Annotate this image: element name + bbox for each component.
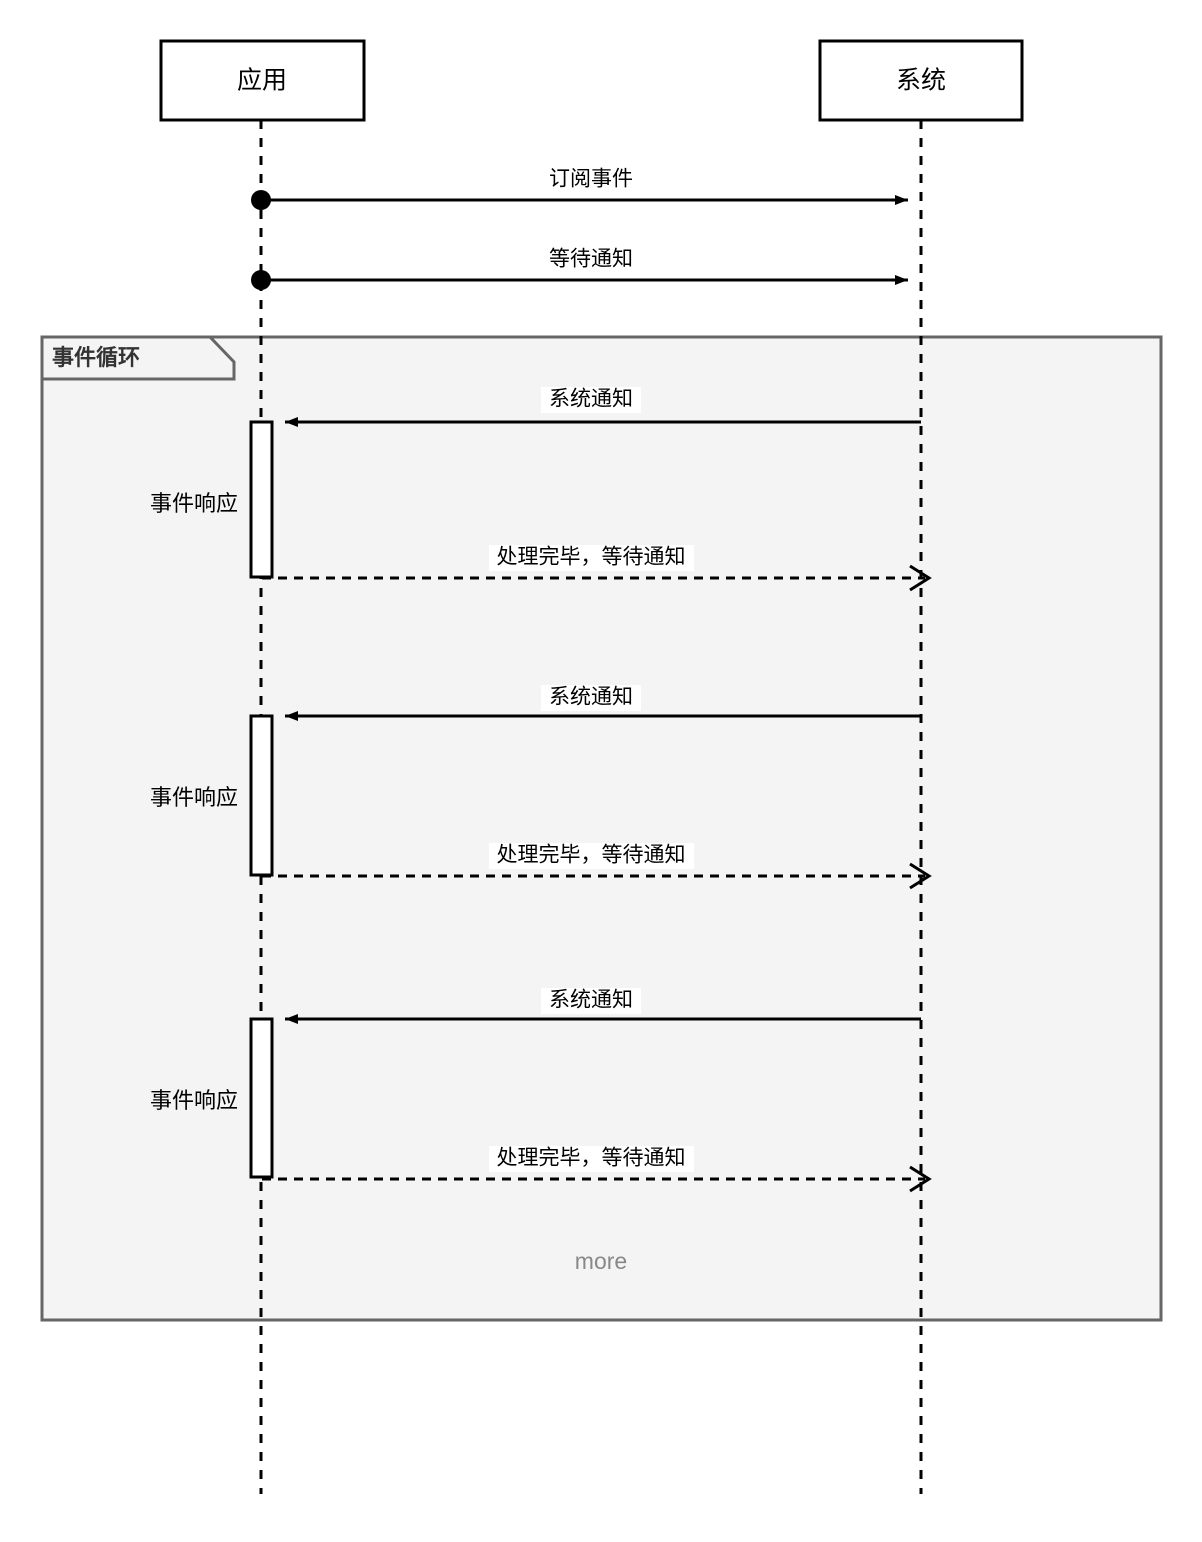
participant-app[interactable]: 应用	[159, 39, 366, 122]
iteration-2-side-label: 事件响应	[150, 785, 238, 810]
activation-bar-app-1	[249, 420, 274, 579]
iteration-3-side-label: 事件响应	[150, 1088, 238, 1113]
iteration-1-outgoing-label: 处理完毕，等待通知	[497, 546, 686, 569]
message-subscribe-event-label: 订阅事件	[549, 168, 633, 191]
iteration-2-outgoing-label-bg	[489, 843, 694, 869]
iteration-2-outgoing-label: 处理完毕，等待通知	[497, 844, 686, 867]
loop-more-label: more	[575, 1248, 627, 1274]
iteration-1-incoming-label: 系统通知	[549, 388, 633, 411]
loop-fragment-body	[40, 335, 1163, 1322]
activation-bar-app-3	[249, 1017, 274, 1179]
loop-iteration-1: 事件响应 系统通知 处理完毕，等待通知	[150, 387, 932, 592]
participant-system-label: 系统	[896, 67, 946, 95]
message-subscribe-event-origin-dot	[251, 190, 271, 210]
message-wait-notification-label: 等待通知	[549, 248, 633, 271]
iteration-1-outgoing-label-bg	[489, 545, 694, 571]
iteration-3-outgoing-label-bg	[489, 1146, 694, 1172]
message-subscribe-event[interactable]: 订阅事件	[251, 168, 908, 210]
participant-system[interactable]: 系统	[818, 39, 1024, 122]
loop-iteration-2: 事件响应 系统通知 处理完毕，等待通知	[150, 685, 932, 890]
message-wait-notification-origin-dot	[251, 270, 271, 290]
loop-fragment-label: 事件循环	[52, 345, 140, 370]
activation-bar-app-2	[249, 714, 274, 877]
participant-app-label: 应用	[237, 67, 287, 95]
iteration-1-side-label: 事件响应	[150, 491, 238, 516]
iteration-2-incoming-label-bg	[541, 685, 641, 711]
participant-app-box[interactable]	[159, 39, 366, 122]
loop-iteration-3: 事件响应 系统通知 处理完毕，等待通知	[150, 988, 932, 1193]
loop-fragment: 事件循环	[40, 335, 1163, 1322]
iteration-1-outgoing-arrowhead	[909, 564, 932, 592]
message-wait-notification[interactable]: 等待通知	[251, 248, 908, 290]
loop-fragment-tab	[42, 335, 236, 381]
iteration-3-outgoing-label: 处理完毕，等待通知	[497, 1147, 686, 1170]
iteration-3-outgoing-arrowhead	[909, 1165, 932, 1193]
iteration-2-incoming-label: 系统通知	[549, 686, 633, 709]
iteration-3-incoming-label-bg	[541, 988, 641, 1014]
participant-system-box[interactable]	[818, 39, 1024, 122]
iteration-1-incoming-label-bg	[541, 387, 641, 413]
iteration-3-incoming-label: 系统通知	[549, 989, 633, 1012]
iteration-2-outgoing-arrowhead	[909, 862, 932, 890]
